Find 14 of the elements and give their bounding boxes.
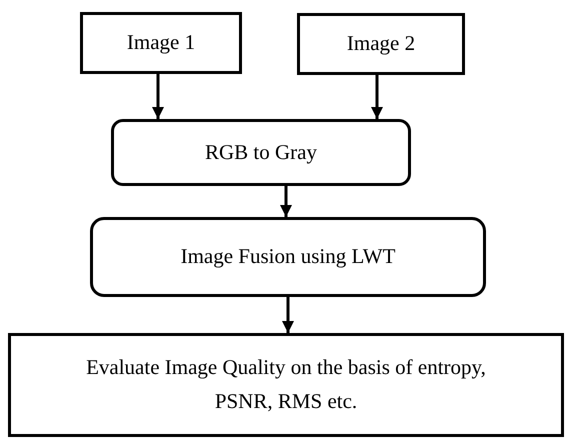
arrow	[280, 186, 292, 217]
arrow	[282, 297, 294, 333]
input-box	[297, 13, 465, 75]
output-box	[8, 333, 564, 437]
process-box	[111, 119, 411, 186]
node-label: Evaluate Image Quality on the basis of entropy, PSNR, RMS etc.	[86, 354, 486, 415]
node-label: RGB to Gray	[205, 138, 317, 166]
node-label: Image 1	[126, 29, 196, 56]
arrow	[371, 75, 383, 119]
node-label: Image 2	[346, 30, 416, 58]
process-box	[90, 217, 486, 297]
input-box	[80, 12, 242, 74]
node-label: Image Fusion using LWT	[180, 243, 396, 270]
arrow	[152, 74, 164, 119]
